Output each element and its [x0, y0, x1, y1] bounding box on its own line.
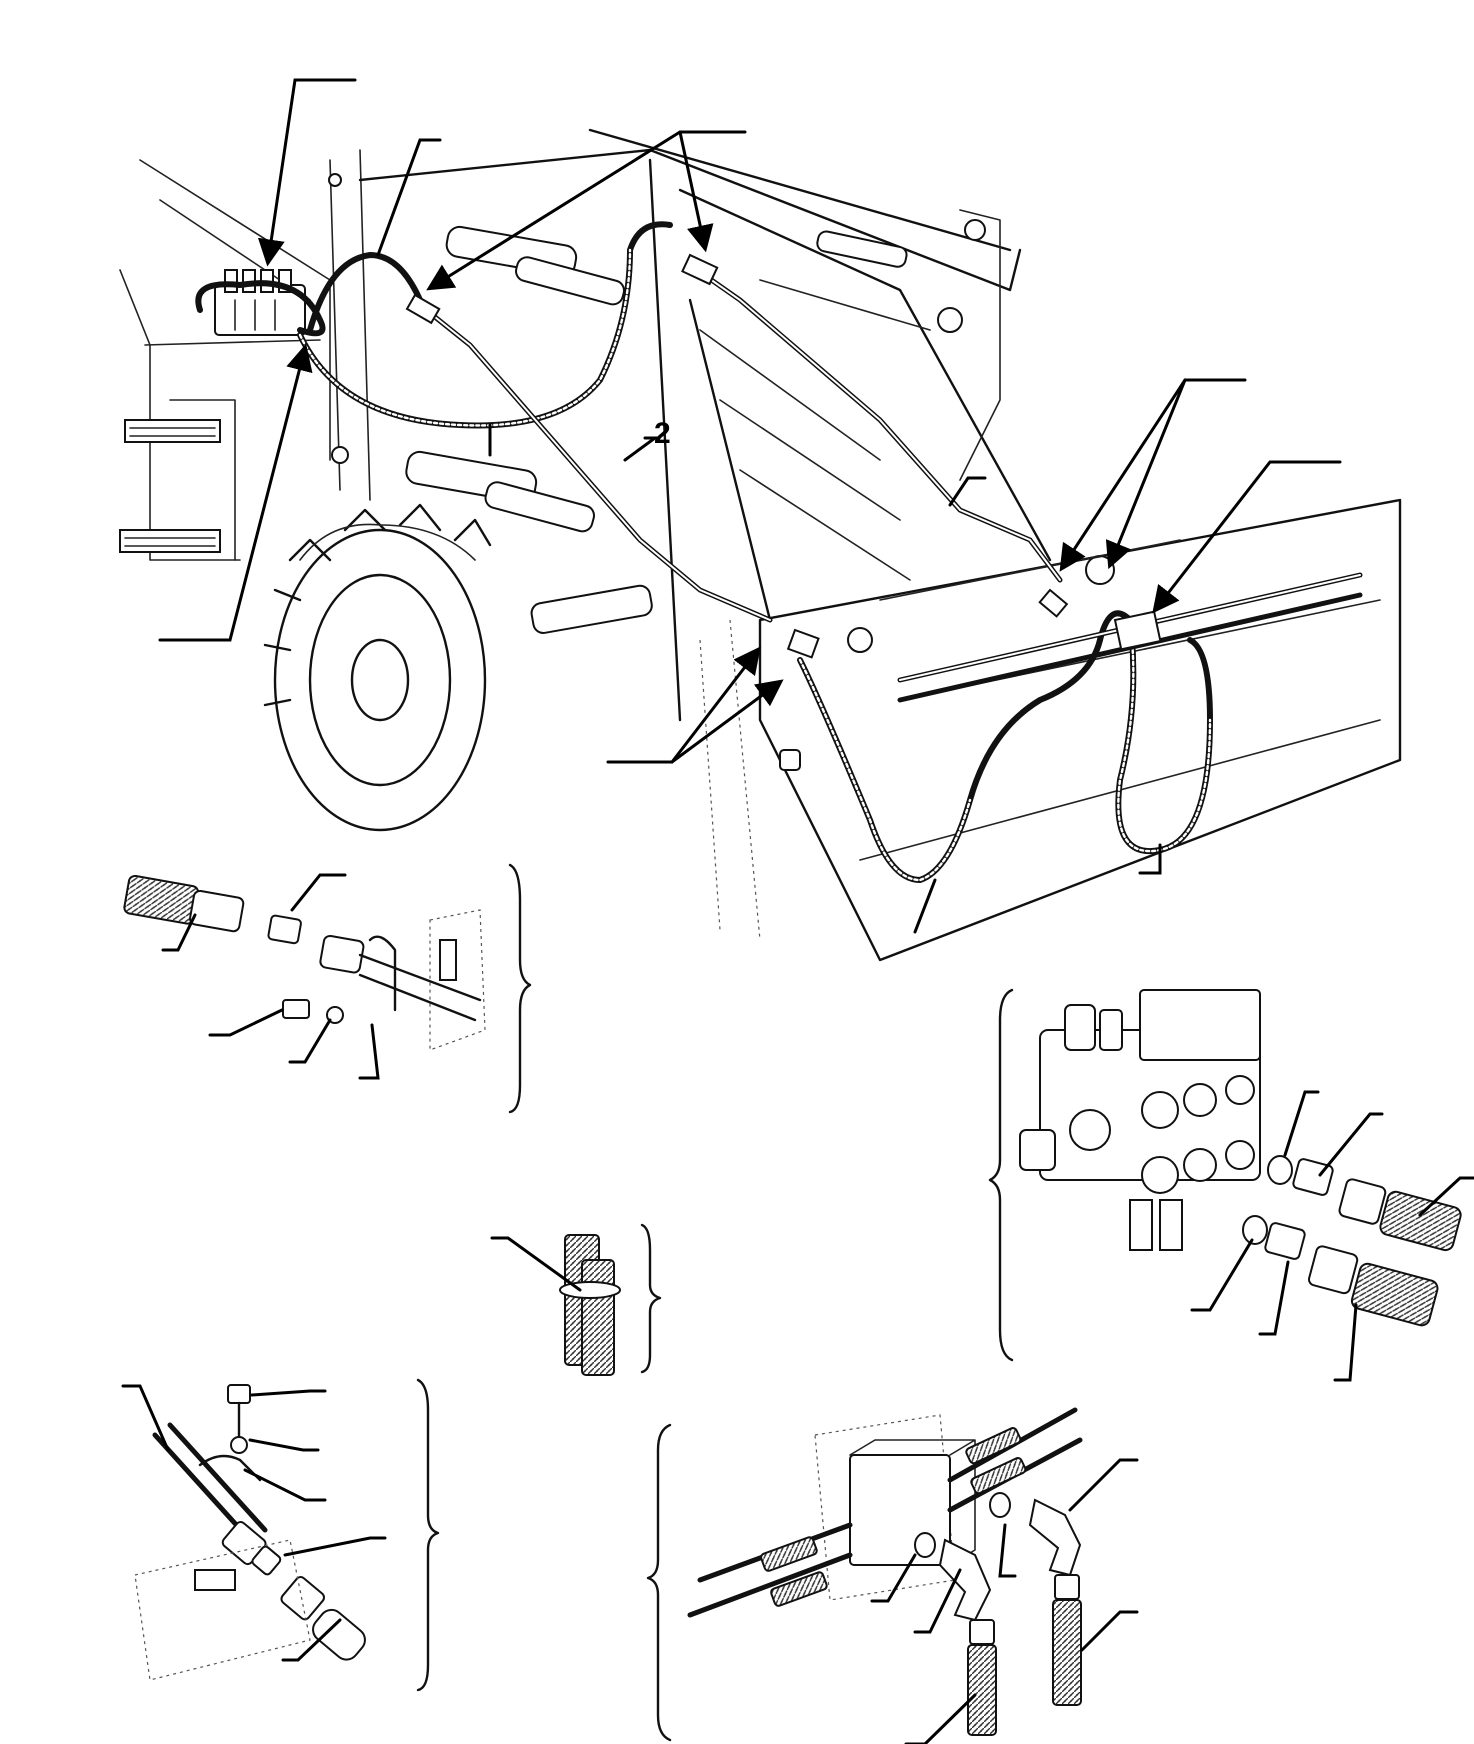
detail-valve-fittings	[988, 988, 1474, 1382]
front-tire	[263, 503, 492, 832]
detail-manifold-block	[646, 1407, 1139, 1744]
detail-hose-strap	[490, 1223, 662, 1376]
main-view-leaders	[158, 78, 1342, 934]
loader-main-view: 2	[119, 78, 1402, 962]
detail-hose-pipe-clamp	[123, 863, 532, 1114]
tractor-frame	[119, 149, 371, 561]
detail-pipe-clamp-bolt	[121, 1378, 440, 1692]
hose-callout-2: 2	[654, 417, 671, 450]
control-valve-main	[214, 269, 306, 336]
steel-pipes	[405, 253, 1363, 703]
lift-cylinders	[405, 225, 908, 634]
loader-boom	[358, 128, 1115, 722]
hydraulic-hoses	[195, 221, 1214, 884]
